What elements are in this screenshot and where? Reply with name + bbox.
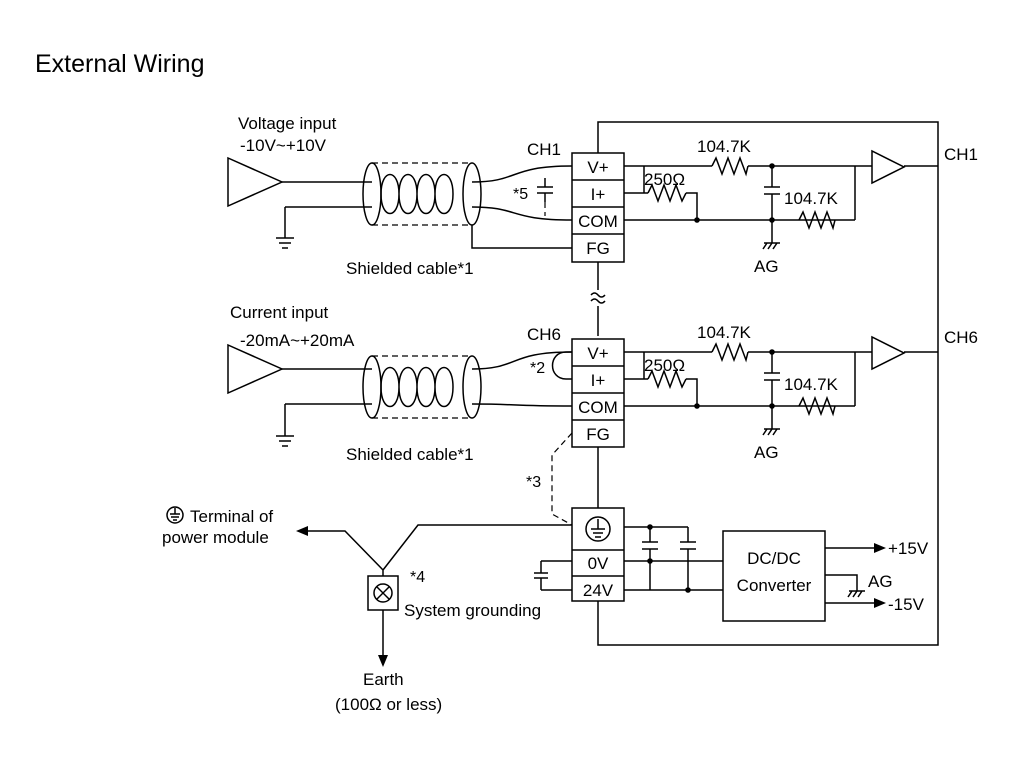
ch6-ag-label: AG (754, 443, 779, 462)
note5-label: *5 (513, 186, 528, 203)
note3-label: *3 (526, 474, 541, 491)
minus15-arrow-icon (874, 598, 886, 608)
voltage-source-icon (227, 156, 284, 208)
power-module-arrow-icon (296, 526, 308, 536)
ch6-block: *2 Shielded cable*1 Current input -20mA~… (227, 303, 978, 464)
earth-arrow-icon (378, 655, 388, 667)
ch6-ag-ground-icon (762, 428, 780, 436)
voltage-input-label: Voltage input (238, 114, 337, 133)
dc-dc-converter-box (722, 530, 826, 622)
power-module-label: power module (162, 528, 269, 547)
ch1-resistor-bottom-label: 104.7K (784, 189, 839, 208)
ch6-resistor-top-icon (711, 341, 749, 363)
ch1-terminal-com: COM (578, 212, 618, 231)
ch6-terminal-fg: FG (586, 425, 610, 444)
ch6-terminal-com: COM (578, 398, 618, 417)
current-input-label: Current input (230, 303, 329, 322)
ch1-resistor-top-icon (711, 155, 749, 177)
ch6-resistor-250-icon (647, 368, 687, 390)
terminal-of-label: Terminal of (190, 507, 273, 526)
note4-label: *4 (410, 569, 425, 586)
note5-capacitor-icon (537, 178, 553, 202)
module-outline (597, 121, 939, 646)
ch1-cable-wires (471, 165, 573, 249)
note2-jumper-icon (551, 351, 572, 380)
ch1-ag-label: AG (754, 257, 779, 276)
system-grounding-icon (373, 583, 393, 603)
current-source-icon (227, 343, 284, 395)
ch6-terminal-vplus: V+ (587, 344, 608, 363)
plus15-arrow-icon (874, 543, 886, 553)
ch6-shielded-cable-icon (362, 355, 482, 419)
terminal-24v: 24V (583, 581, 614, 600)
ch1-output-label: CH1 (944, 145, 978, 164)
ch6-terminal-iplus: I+ (591, 371, 606, 390)
ch1-capacitor-icon (764, 186, 780, 195)
ch6-shielded-cable-label: Shielded cable*1 (346, 445, 474, 464)
filter-capacitor-icons (642, 541, 696, 550)
ch6-cable-wires (471, 351, 573, 407)
ch1-resistor-250-label: 250Ω (644, 170, 685, 189)
earth-spec-label: (100Ω or less) (335, 695, 442, 714)
ch6-resistor-bottom-label: 104.7K (784, 375, 839, 394)
ground-terminal-icon (166, 506, 184, 524)
supply-capacitor-icon (534, 560, 572, 591)
converter-ag-label: AG (868, 572, 893, 591)
ch1-amplifier-icon (871, 149, 906, 185)
grounding-wires (308, 524, 572, 655)
ch1-terminal-iplus: I+ (591, 185, 606, 204)
note3-dashed-link (551, 432, 573, 526)
plus15-label: +15V (888, 539, 929, 558)
ch1-resistor-250-icon (647, 182, 687, 204)
page-title: External Wiring (35, 50, 205, 78)
system-grounding: Terminal of power module *4 System groun… (162, 506, 572, 714)
converter-ag-wiring (825, 574, 865, 598)
ch6-resistor-bottom-icon (798, 395, 836, 417)
ch1-ag-ground-icon (762, 242, 780, 250)
note2-label: *2 (530, 360, 545, 377)
ch1-terminal-vplus: V+ (587, 158, 608, 177)
ch6-source-wires (276, 368, 372, 447)
ch6-resistor-250-label: 250Ω (644, 356, 685, 375)
ch1-terminal-label: CH1 (527, 140, 561, 159)
current-input-range: -20mA~+20mA (240, 331, 355, 350)
ch1-resistor-top-label: 104.7K (697, 137, 752, 156)
earth-label: Earth (363, 670, 404, 689)
terminal-0v: 0V (588, 554, 609, 573)
ch6-output-label: CH6 (944, 328, 978, 347)
minus15-label: -15V (888, 595, 925, 614)
voltage-input-range: -10V~+10V (240, 136, 327, 155)
power-block: *3 0V 24V DC/DC Converter +15V -15V AG (526, 432, 929, 622)
ch1-source-wires (276, 181, 372, 249)
converter-label-line2: Converter (737, 576, 812, 595)
ch1-shielded-cable-icon (362, 162, 482, 226)
ch6-resistor-top-label: 104.7K (697, 323, 752, 342)
ch6-capacitor-icon (764, 372, 780, 381)
system-grounding-label: System grounding (404, 601, 541, 620)
ch1-resistor-bottom-icon (798, 209, 836, 231)
ch1-shielded-cable-label: Shielded cable*1 (346, 259, 474, 278)
power-internal-wiring (624, 526, 723, 591)
ch1-block: Shielded cable*1 Voltage input -10V~+10V… (227, 114, 978, 278)
ch6-amplifier-icon (871, 335, 906, 371)
break-symbol (590, 292, 606, 304)
converter-label-line1: DC/DC (747, 549, 801, 568)
ch6-terminal-label: CH6 (527, 325, 561, 344)
ch1-terminal-fg: FG (586, 239, 610, 258)
earth-terminal-icon (585, 516, 611, 542)
